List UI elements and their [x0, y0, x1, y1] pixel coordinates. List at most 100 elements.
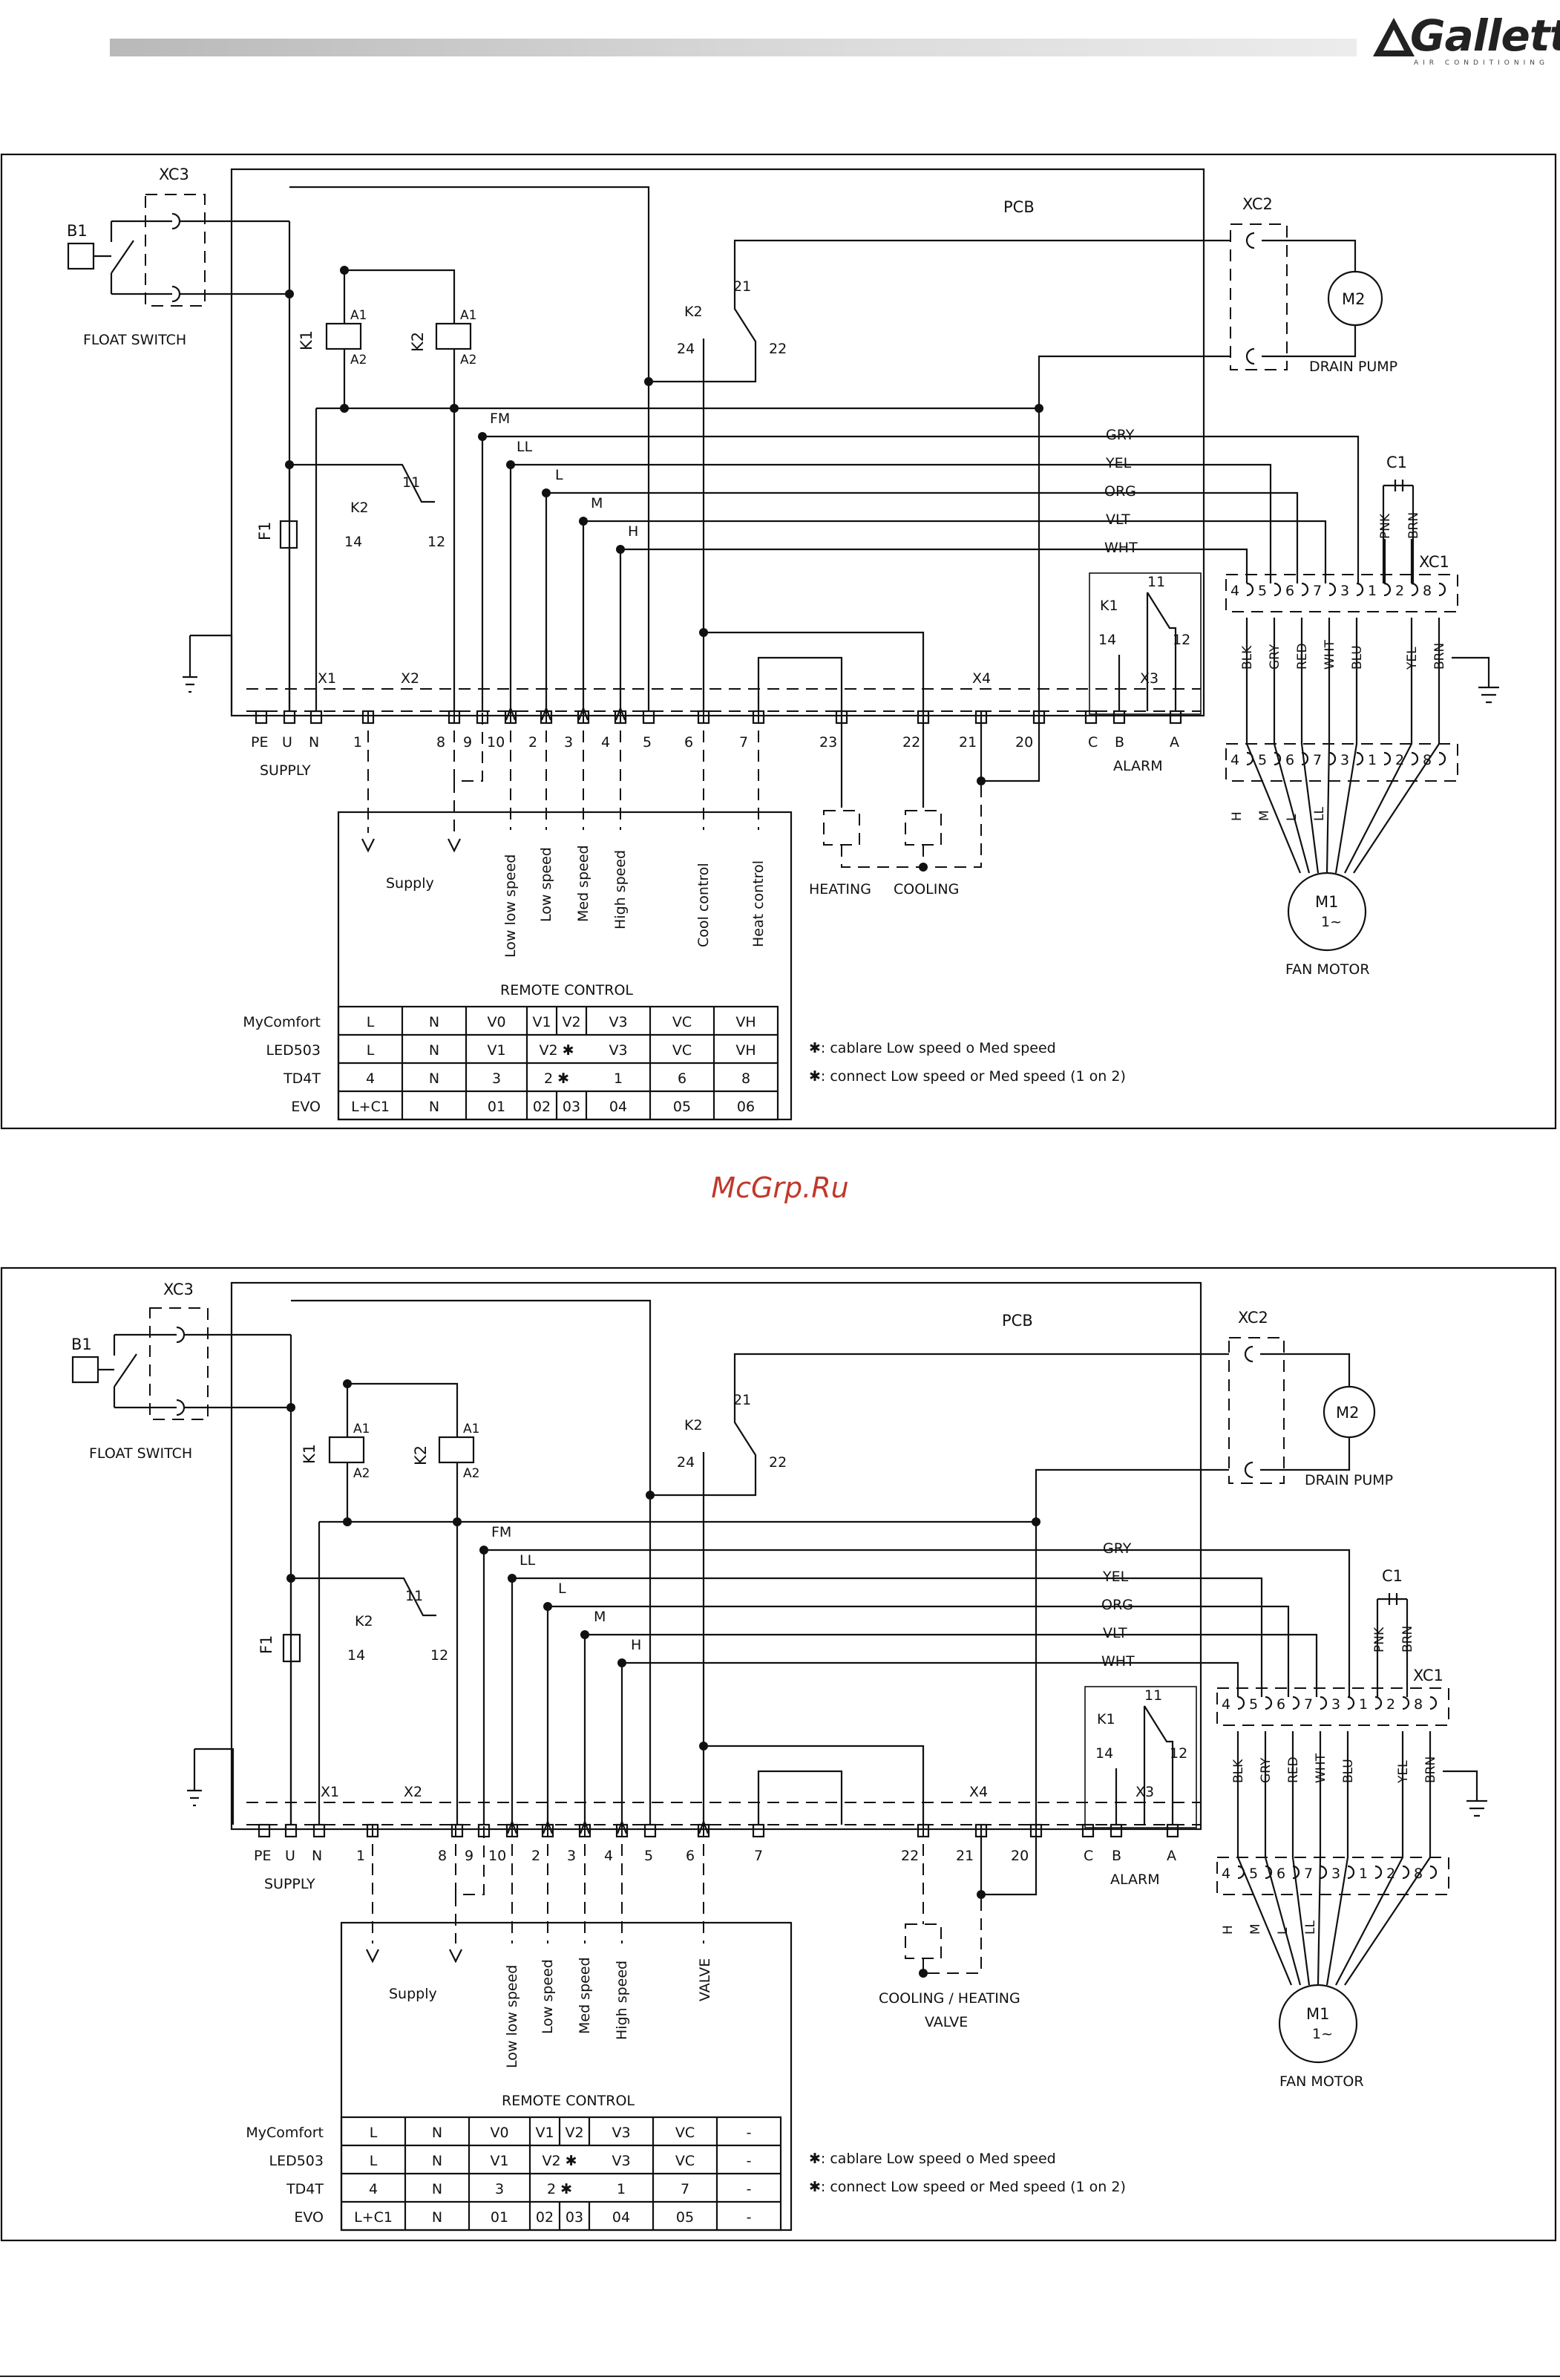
table-cell: -: [747, 2209, 752, 2226]
svg-text:BRN: BRN: [1406, 512, 1421, 539]
svg-text:C1: C1: [1382, 1567, 1403, 1585]
svg-text:8: 8: [438, 1848, 447, 1864]
svg-text:A2: A2: [353, 1466, 370, 1481]
svg-text:K2: K2: [684, 304, 703, 320]
svg-text:VLT: VLT: [1106, 511, 1130, 528]
svg-text:B: B: [1115, 734, 1124, 751]
svg-text:A: A: [1170, 734, 1179, 751]
svg-text:1: 1: [353, 734, 362, 751]
terminal-block: [258, 1823, 271, 1838]
terminal-block: [1112, 710, 1126, 725]
xc1-pin-label: 7: [1304, 1866, 1313, 1882]
svg-text:K1: K1: [1100, 598, 1118, 614]
xc1-pin-label: 2: [1395, 583, 1404, 599]
table-cell: 3: [492, 1070, 501, 1087]
table-cell: V2: [565, 2125, 583, 2141]
table-cell: V3: [612, 2153, 630, 2169]
xc1-pin-label: 4: [1222, 1696, 1230, 1713]
svg-text:20: 20: [1015, 734, 1033, 751]
pcb-board: [230, 168, 1205, 717]
table-cell: VC: [675, 2153, 695, 2169]
svg-text:11: 11: [402, 474, 420, 491]
xc1-pin-label: 4: [1230, 583, 1239, 599]
table-cell: 05: [676, 2209, 694, 2226]
table-cell: 03: [566, 2209, 583, 2226]
svg-text:7: 7: [754, 1848, 763, 1864]
svg-text:X2: X2: [404, 1784, 422, 1800]
supply-label: SUPPLY: [260, 762, 311, 779]
svg-text:DRAIN PUMP: DRAIN PUMP: [1305, 1472, 1393, 1488]
motor-speed-label: H: [1221, 1925, 1236, 1935]
svg-text:High speed: High speed: [612, 850, 629, 929]
table-cell: 01: [488, 1099, 505, 1115]
table-cell: 4: [369, 2181, 378, 2197]
xc1-pin-label: 6: [1276, 1866, 1285, 1882]
svg-text:C: C: [1088, 734, 1098, 751]
float-switch-icon: [67, 242, 95, 270]
motor-wire-color: BLK: [1231, 1759, 1246, 1783]
table-cell: 04: [612, 2209, 630, 2226]
svg-text:Low low speed: Low low speed: [504, 1965, 520, 2068]
diagram-frame: [0, 153, 1557, 1130]
svg-text:X2: X2: [401, 670, 419, 687]
table-cell: V3: [609, 1042, 627, 1059]
svg-text:COOLING / HEATING: COOLING / HEATING: [879, 1990, 1020, 2007]
svg-text:6: 6: [686, 1848, 695, 1864]
k1-relay-coil: [328, 1436, 365, 1464]
xc3-connector: [149, 1307, 209, 1420]
svg-text:22: 22: [901, 1848, 919, 1864]
table-cell: 02: [536, 2209, 554, 2226]
svg-text:Heat control: Heat control: [750, 860, 767, 947]
wiring-diagram-valve: PCB XC3 B1 FLOAT SWITCH K1 A1 A2 K2 A1 A…: [0, 1266, 1560, 2243]
page-bottom-rule: [0, 2376, 1560, 2377]
k2-label: K2: [409, 332, 427, 352]
svg-text:6: 6: [684, 734, 693, 751]
svg-text:C1: C1: [1386, 454, 1407, 471]
motor-speed-label: L: [1285, 814, 1300, 821]
svg-text:21: 21: [733, 1392, 751, 1408]
table-cell: N: [432, 2209, 442, 2226]
svg-text:A: A: [1167, 1848, 1176, 1864]
svg-text:X1: X1: [321, 1784, 339, 1800]
xc1-pin-label: 6: [1285, 583, 1294, 599]
xc1-pin-label: 3: [1331, 1866, 1340, 1882]
svg-text:22: 22: [769, 1454, 787, 1471]
watermark: McGrp.Ru: [711, 1171, 849, 1204]
svg-text:M1: M1: [1306, 2005, 1329, 2023]
svg-text:XC2: XC2: [1238, 1309, 1268, 1327]
f1-label: F1: [256, 522, 274, 540]
xc1-pin-label: 8: [1423, 752, 1432, 768]
svg-text:VLT: VLT: [1103, 1625, 1127, 1641]
motor-speed-label: LL: [1303, 1920, 1318, 1935]
xc2-label: XC2: [1242, 195, 1273, 213]
svg-text:14: 14: [344, 534, 362, 550]
table-cell: -: [747, 2125, 752, 2141]
svg-text:12: 12: [1170, 1745, 1187, 1762]
motor-wire-color: WHT: [1314, 1753, 1328, 1783]
xc1-connector-upper: [1216, 1687, 1449, 1726]
xc1-pin-label: 8: [1423, 583, 1432, 599]
svg-text:K2: K2: [412, 1445, 430, 1465]
xc1-pin-label: 7: [1313, 583, 1322, 599]
table-cell: V1: [487, 1042, 505, 1059]
svg-text:K1: K1: [301, 1444, 318, 1464]
ground-icon-right: [1452, 656, 1499, 704]
b1-label: B1: [67, 222, 88, 240]
table-cell: L: [370, 2153, 378, 2169]
svg-text:M2: M2: [1336, 1404, 1359, 1422]
terminal-block: [1166, 1823, 1179, 1838]
table-cell: 2 ✱: [544, 1070, 569, 1087]
table-cell: N: [429, 1014, 439, 1030]
table-cell: VH: [735, 1042, 756, 1059]
svg-text:X4: X4: [969, 1784, 988, 1800]
svg-text:LL: LL: [520, 1552, 536, 1569]
svg-text:A1: A1: [350, 308, 367, 323]
svg-text:10: 10: [487, 734, 505, 751]
xc1-pin-label: 7: [1304, 1696, 1313, 1713]
svg-text:B1: B1: [71, 1336, 92, 1353]
xc1-connector-upper: [1225, 574, 1458, 612]
svg-text:K2: K2: [355, 1613, 373, 1629]
svg-text:A2: A2: [460, 353, 476, 367]
svg-text:21: 21: [959, 734, 977, 751]
xc1-pin-label: 8: [1414, 1696, 1423, 1713]
